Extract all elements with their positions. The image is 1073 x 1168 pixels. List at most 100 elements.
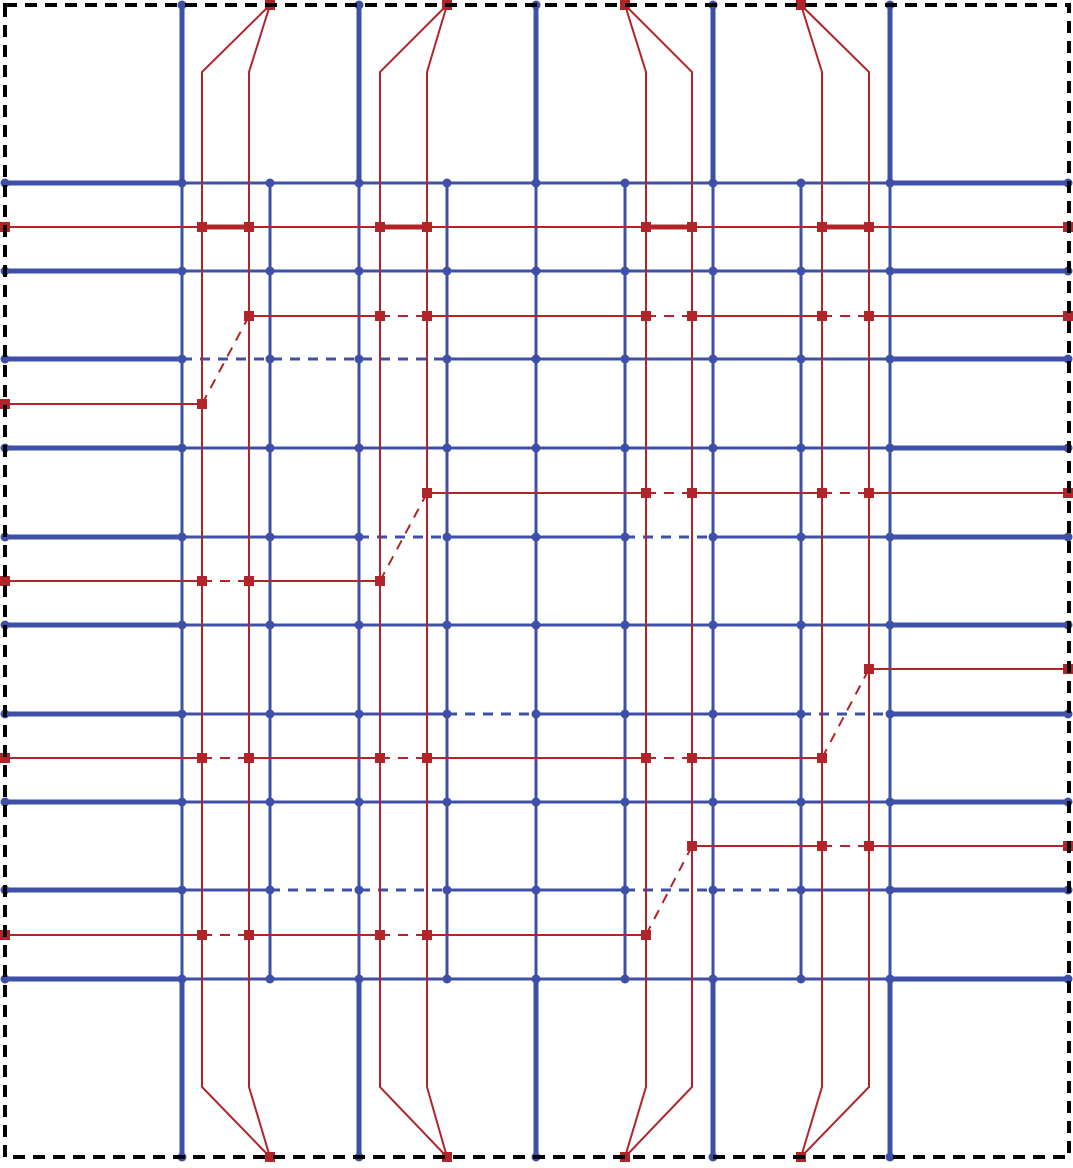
red-node: [817, 841, 827, 851]
red-node: [687, 753, 697, 763]
red-node: [864, 222, 874, 232]
red-node: [197, 753, 207, 763]
red-node: [817, 222, 827, 232]
blue-node: [796, 709, 806, 719]
blue-node: [177, 620, 187, 630]
blue-node: [708, 620, 718, 630]
blue-node: [0, 354, 10, 364]
blue-node: [177, 178, 187, 188]
red-node: [641, 222, 651, 232]
blue-node: [354, 620, 364, 630]
blue-node: [796, 974, 806, 984]
blue-node: [885, 354, 895, 364]
red-node: [244, 576, 254, 586]
red-node: [375, 930, 385, 940]
red-node: [864, 664, 874, 674]
blue-node: [796, 266, 806, 276]
blue-node: [442, 443, 452, 453]
blue-node: [885, 178, 895, 188]
blue-node: [531, 532, 541, 542]
red-node: [864, 311, 874, 321]
blue-node: [885, 532, 895, 542]
blue-node: [531, 974, 541, 984]
blue-node: [708, 885, 718, 895]
red-node: [375, 311, 385, 321]
red-node: [197, 399, 207, 409]
red-node: [197, 576, 207, 586]
blue-node-top: [177, 0, 187, 10]
blue-node: [885, 443, 895, 453]
blue-node: [442, 178, 452, 188]
red-node: [687, 222, 697, 232]
red-node: [244, 930, 254, 940]
blue-node: [0, 974, 10, 984]
blue-node: [442, 974, 452, 984]
blue-node: [796, 532, 806, 542]
blue-node: [442, 797, 452, 807]
blue-node: [708, 266, 718, 276]
blue-node: [354, 709, 364, 719]
red-vertical-loop: [800, 4, 870, 1158]
blue-node: [708, 532, 718, 542]
red-node: [422, 930, 432, 940]
blue-node: [620, 797, 630, 807]
blue-node: [531, 620, 541, 630]
blue-node: [354, 266, 364, 276]
red-node: [422, 311, 432, 321]
blue-node: [531, 885, 541, 895]
blue-node: [177, 885, 187, 895]
dashed-boundary-frame: [3, 3, 1071, 1159]
blue-node: [0, 178, 10, 188]
blue-node: [354, 885, 364, 895]
blue-node: [265, 620, 275, 630]
blue-node: [885, 266, 895, 276]
blue-node: [708, 709, 718, 719]
red-node-bottom: [442, 1152, 452, 1162]
blue-node: [177, 709, 187, 719]
blue-node: [442, 885, 452, 895]
blue-node: [354, 354, 364, 364]
blue-node: [620, 443, 630, 453]
blue-node: [531, 354, 541, 364]
blue-node: [265, 797, 275, 807]
blue-node: [177, 443, 187, 453]
blue-node: [796, 354, 806, 364]
blue-node: [796, 178, 806, 188]
blue-node: [354, 974, 364, 984]
red-node: [244, 311, 254, 321]
red-node: [422, 488, 432, 498]
blue-node: [620, 709, 630, 719]
red-node: [641, 753, 651, 763]
blue-node: [265, 974, 275, 984]
blue-node: [177, 797, 187, 807]
blue-node: [531, 266, 541, 276]
red-node: [817, 488, 827, 498]
blue-node: [708, 354, 718, 364]
blue-node: [796, 620, 806, 630]
red-node: [422, 753, 432, 763]
red-node: [0, 399, 10, 409]
blue-node-bottom: [885, 1152, 895, 1162]
red-node: [641, 488, 651, 498]
red-node: [641, 930, 651, 940]
red-node-top: [796, 0, 806, 10]
red-node: [817, 753, 827, 763]
blue-node: [796, 885, 806, 895]
blue-node: [265, 266, 275, 276]
red-node: [864, 841, 874, 851]
red-node: [197, 930, 207, 940]
blue-node: [442, 532, 452, 542]
red-node: [375, 576, 385, 586]
blue-node: [885, 974, 895, 984]
blue-node: [620, 178, 630, 188]
blue-node: [708, 797, 718, 807]
blue-node: [177, 354, 187, 364]
blue-node: [620, 266, 630, 276]
red-vertical-loop: [624, 4, 693, 1158]
blue-node: [620, 532, 630, 542]
blue-node: [265, 354, 275, 364]
blue-node: [1063, 532, 1073, 542]
blue-node: [442, 620, 452, 630]
